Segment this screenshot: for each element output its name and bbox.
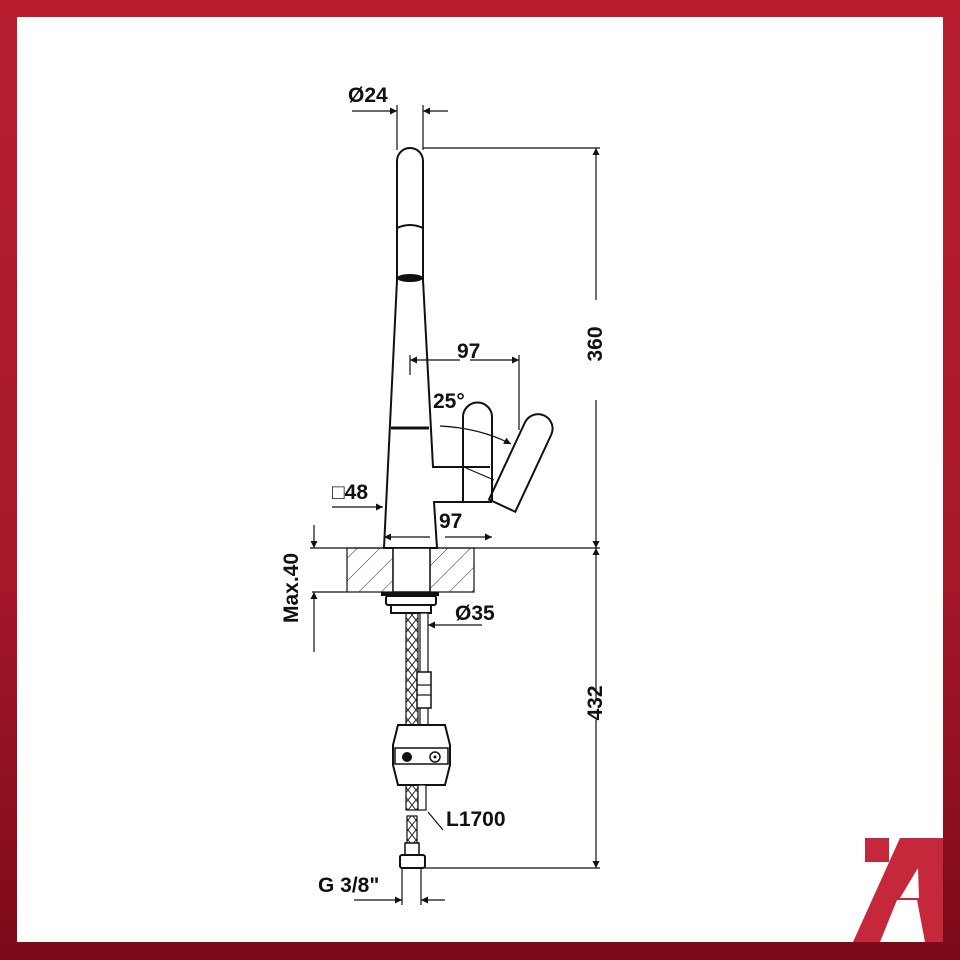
shank-diameter-label: Ø35 (455, 602, 495, 625)
angle-label: 25° (433, 390, 465, 413)
spout-diameter-label: Ø24 (348, 84, 388, 107)
base-square-label: □48 (332, 481, 368, 504)
dimension-lines (310, 105, 600, 905)
reach-top-label: 97 (457, 340, 480, 363)
height-above-label: 360 (584, 326, 607, 361)
lever-handle (462, 401, 554, 514)
thread-label: G 3/8" (318, 874, 379, 897)
reach-bottom-label: 97 (439, 510, 462, 533)
under-counter-assembly (381, 592, 451, 869)
hose-length-label: L1700 (446, 808, 506, 831)
drawing-panel (17, 17, 943, 942)
countertop-section (310, 547, 600, 593)
brand-logo (853, 838, 943, 942)
height-below-label: 432 (584, 685, 607, 720)
max-thickness-label: Max.40 (280, 553, 303, 623)
